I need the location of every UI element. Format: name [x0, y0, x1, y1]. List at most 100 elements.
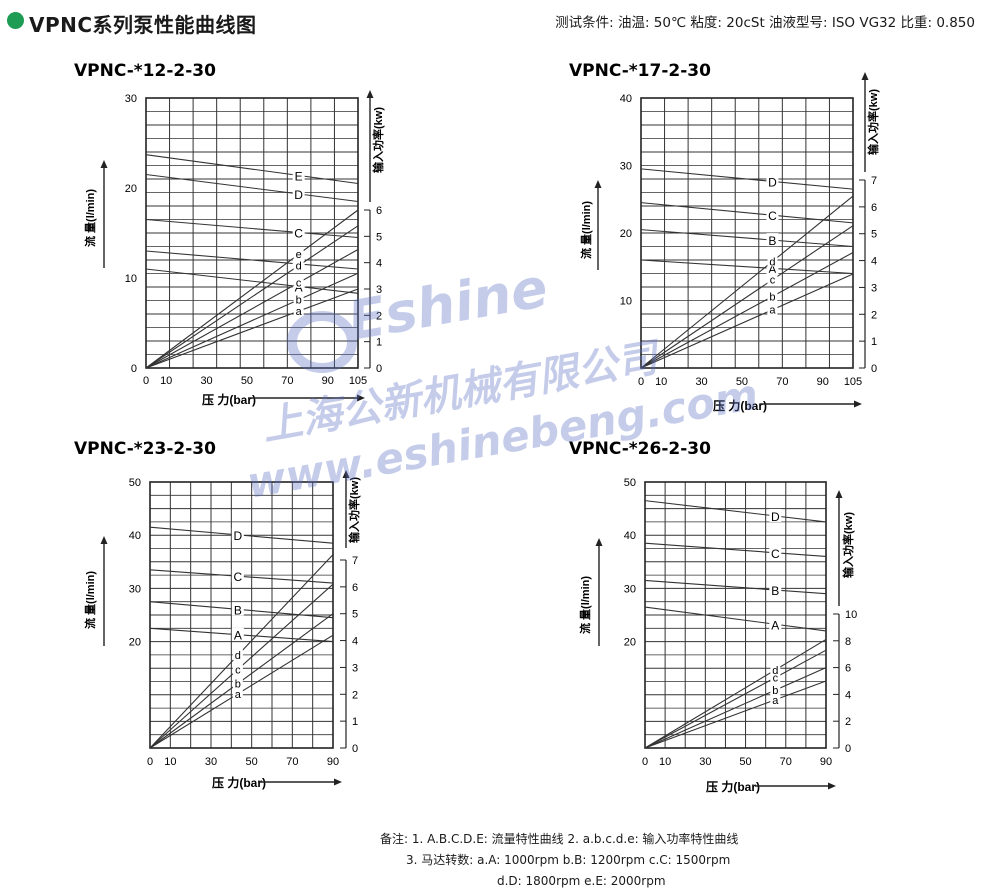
flow-label-bg: [231, 627, 244, 641]
power-label-a: a: [772, 695, 779, 707]
plot-frame: [145, 97, 359, 369]
power-label-bg: [770, 662, 781, 675]
power-label-b: b: [772, 685, 778, 697]
power-label-bg: [770, 670, 781, 683]
flow-label-bg: [292, 168, 305, 182]
power-label-e: e: [296, 249, 302, 261]
y2-tick-label: 4: [871, 256, 877, 268]
x-tick-label: 105: [844, 376, 862, 388]
grid: [640, 97, 854, 369]
y2-axis-label: 输入功率(kw): [841, 512, 855, 578]
y2-tick-label: 7: [352, 555, 358, 567]
y-tick-label: 30: [129, 583, 141, 595]
flow-label-C: C: [234, 570, 243, 584]
flow-label-bg: [769, 508, 782, 522]
y2-axis-label: 输入功率(kw): [371, 107, 385, 173]
y2-tick-label: 6: [845, 663, 851, 675]
flow-axis-arrow-head: [100, 160, 108, 168]
flow-label-E: E: [295, 169, 303, 183]
x-tick-label: 90: [327, 756, 339, 768]
power-line-c: [640, 225, 854, 369]
y-tick-label: 20: [620, 228, 632, 240]
x-axis-label: 压 力(bar): [706, 779, 760, 794]
power-label-bg: [767, 289, 778, 302]
flow-label-D: D: [768, 175, 777, 189]
x-tick-label: 30: [695, 376, 707, 388]
page-title: VPNC系列泵性能曲线图: [29, 13, 257, 37]
power-line-d: [145, 225, 359, 369]
y2-tick-label: 4: [845, 689, 851, 701]
y-tick-label: 30: [125, 93, 137, 105]
power-axis-arrow-head: [342, 470, 350, 478]
y-axis-label: 流 量(l/min): [83, 571, 97, 629]
power-line-b: [640, 252, 854, 369]
power-label-bg: [232, 648, 243, 661]
flow-label-D: D: [771, 510, 780, 524]
power-line-c: [145, 249, 359, 369]
y2-tick-label: 2: [376, 310, 382, 322]
flow-label-bg: [231, 569, 244, 583]
y2-tick-label: 3: [376, 284, 382, 296]
y2-tick-label: 4: [352, 636, 358, 648]
y-tick-label: 50: [624, 477, 636, 489]
power-label-bg: [770, 692, 781, 705]
power-label-d: d: [769, 256, 775, 268]
y2-tick-label: 7: [871, 175, 877, 187]
flow-line-D: [644, 500, 827, 523]
flow-axis-arrow-head: [100, 536, 108, 544]
pressure-axis-arrow-head: [828, 782, 836, 790]
flow-line-B: [145, 250, 359, 270]
power-line-a: [644, 680, 827, 749]
y-tick-label: 10: [620, 296, 632, 308]
y-axis-label: 流 量(l/min): [83, 189, 97, 247]
x-tick-label: 90: [820, 756, 832, 768]
y2-tick-label: 0: [376, 363, 382, 375]
x-tick-label: 50: [246, 756, 258, 768]
x-tick-label: 30: [699, 756, 711, 768]
y2-tick-label: 0: [352, 743, 358, 755]
flow-label-C: C: [768, 209, 777, 223]
flow-label-A: A: [771, 618, 779, 632]
pressure-axis-arrow-head: [357, 394, 365, 402]
y-tick-label: 40: [624, 530, 636, 542]
y2-tick-label: 2: [352, 689, 358, 701]
power-label-a: a: [769, 305, 776, 317]
power-line-c: [644, 649, 827, 749]
flow-label-D: D: [294, 188, 303, 202]
flow-line-B: [640, 229, 854, 248]
y2-tick-label: 3: [352, 662, 358, 674]
power-label-a: a: [296, 306, 303, 318]
y-tick-label: 40: [620, 93, 632, 105]
x-tick-label: 0: [147, 756, 153, 768]
note-line-1: 备注: 1. A.B.C.D.E: 流量特性曲线 2. a.b.c.d.e: 输…: [380, 832, 739, 846]
flow-label-bg: [231, 602, 244, 616]
y2-tick-label: 5: [376, 231, 382, 243]
power-label-d: d: [296, 261, 302, 273]
page-header: VPNC系列泵性能曲线图 测试条件: 油温: 50℃ 粘度: 20cSt 油液型…: [0, 0, 985, 40]
flow-label-D: D: [234, 529, 243, 543]
power-line-b: [644, 667, 827, 749]
y-axis-label: 流 量(l/min): [579, 201, 593, 259]
flow-axis-arrow-head: [594, 180, 602, 188]
power-label-bg: [770, 683, 781, 696]
x-tick-label: 105: [349, 375, 367, 387]
power-label-bg: [232, 662, 243, 675]
x-tick-label: 50: [736, 376, 748, 388]
flow-label-B: B: [234, 603, 242, 617]
flow-line-E: [145, 154, 359, 185]
y-tick-label: 20: [125, 183, 137, 195]
bullet-dot-icon: [7, 12, 24, 29]
chart-title: VPNC-*23-2-30: [74, 439, 216, 459]
y2-tick-label: 2: [845, 716, 851, 728]
x-tick-label: 90: [817, 376, 829, 388]
flow-label-A: A: [768, 262, 776, 276]
flow-label-C: C: [294, 226, 303, 240]
plot-frame: [640, 97, 854, 369]
x-axis-label: 压 力(bar): [713, 398, 767, 413]
plot-frame: [149, 481, 334, 749]
flow-label-bg: [766, 233, 779, 247]
x-axis-label: 压 力(bar): [212, 775, 266, 790]
